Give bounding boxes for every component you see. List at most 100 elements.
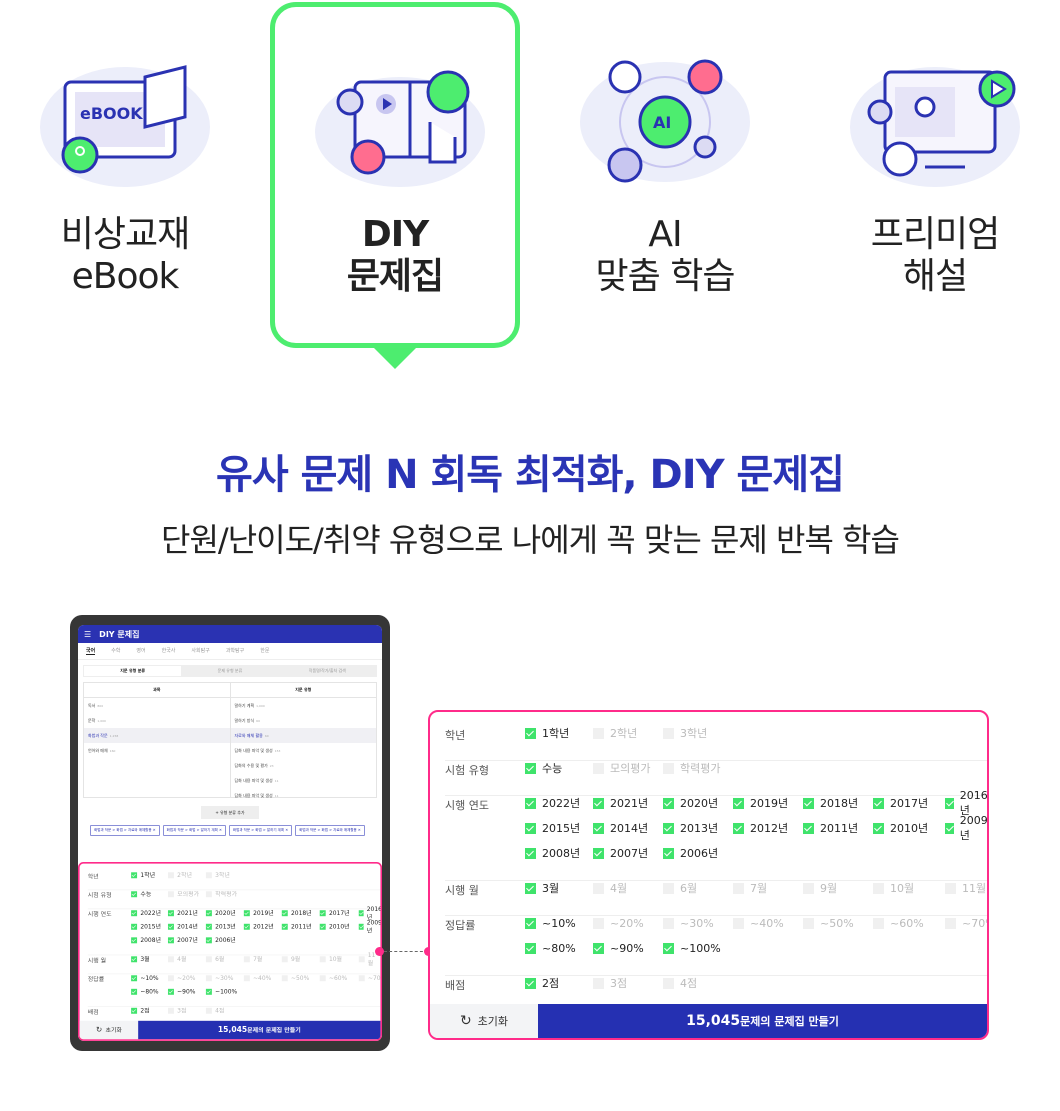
- close-icon[interactable]: ✕: [284, 828, 289, 832]
- filter-option[interactable]: 모의평가: [167, 890, 199, 898]
- filter-option[interactable]: 2021년: [593, 796, 648, 810]
- filter-option[interactable]: 3학년: [205, 871, 230, 879]
- checkbox[interactable]: [131, 872, 138, 878]
- filter-option[interactable]: ~20%: [167, 974, 195, 982]
- checkbox[interactable]: [358, 975, 365, 981]
- checkbox[interactable]: [663, 797, 674, 809]
- filter-option[interactable]: 3월: [525, 881, 559, 895]
- filter-option[interactable]: 2점: [131, 1007, 150, 1014]
- checkbox[interactable]: [167, 909, 174, 916]
- checkbox[interactable]: [205, 937, 212, 944]
- filter-option[interactable]: ~100%: [663, 941, 721, 955]
- filter-chip[interactable]: 화법과 작문 > 화법 > 자료와 매체활용 ✕: [90, 825, 160, 836]
- tab-1[interactable]: 수학: [111, 648, 121, 654]
- filter-option[interactable]: 2015년: [525, 821, 580, 835]
- close-icon[interactable]: ✕: [151, 828, 156, 832]
- checkbox[interactable]: [525, 917, 536, 929]
- checkbox[interactable]: [525, 977, 536, 989]
- filter-option[interactable]: 2020년: [663, 796, 718, 810]
- filter-option[interactable]: ~100%: [205, 988, 237, 996]
- checkbox[interactable]: [663, 977, 674, 989]
- checkbox[interactable]: [131, 975, 138, 981]
- filter-option[interactable]: 2014년: [593, 821, 648, 835]
- filter-option[interactable]: 6월: [663, 881, 697, 895]
- checkbox[interactable]: [593, 942, 604, 954]
- close-icon[interactable]: ✕: [217, 828, 222, 832]
- filter-option[interactable]: 2013년: [663, 821, 718, 835]
- checkbox[interactable]: [803, 882, 814, 894]
- feature-card-3[interactable]: 프리미엄 해설: [810, 2, 1060, 348]
- checkbox[interactable]: [131, 1007, 138, 1014]
- tab-3[interactable]: 한국사: [161, 648, 176, 654]
- checkbox[interactable]: [243, 975, 250, 981]
- add-type-button[interactable]: + 유형 분류 추가: [201, 806, 259, 819]
- filter-chip[interactable]: 화법과 작문 > 화법 > 말하기 계획 ✕: [228, 825, 293, 836]
- checkbox[interactable]: [243, 909, 250, 916]
- filter-option[interactable]: 2010년: [319, 923, 350, 930]
- filter-option[interactable]: ~90%: [167, 988, 195, 996]
- filter-option[interactable]: 9월: [281, 955, 300, 963]
- checkbox[interactable]: [319, 923, 326, 930]
- checkbox[interactable]: [167, 956, 174, 962]
- filter-option[interactable]: 1학년: [131, 871, 155, 879]
- checkbox[interactable]: [525, 797, 536, 809]
- checkbox[interactable]: [525, 727, 536, 739]
- filter-option[interactable]: ~60%: [319, 974, 347, 982]
- filter-option[interactable]: 3점: [167, 1007, 186, 1014]
- checkbox[interactable]: [131, 923, 138, 930]
- checkbox[interactable]: [873, 882, 884, 894]
- filter-option[interactable]: 2009년: [945, 814, 987, 842]
- checkbox[interactable]: [945, 822, 954, 834]
- filter-option[interactable]: 2022년: [131, 909, 161, 917]
- checkbox[interactable]: [131, 890, 138, 897]
- filter-option[interactable]: 2018년: [281, 909, 312, 917]
- filter-option[interactable]: 수능: [525, 761, 562, 775]
- checkbox[interactable]: [167, 988, 174, 995]
- filter-option[interactable]: 6월: [205, 955, 224, 963]
- filter-option[interactable]: ~30%: [663, 916, 714, 930]
- checkbox[interactable]: [131, 956, 138, 962]
- checkbox[interactable]: [243, 923, 250, 930]
- filter-option[interactable]: 2012년: [733, 821, 788, 835]
- filter-option[interactable]: 2점: [525, 976, 559, 990]
- checkbox[interactable]: [803, 822, 814, 834]
- checkbox[interactable]: [663, 762, 674, 774]
- filter-option[interactable]: 4점: [663, 976, 697, 990]
- filter-option[interactable]: 3점: [593, 976, 627, 990]
- checkbox[interactable]: [803, 917, 814, 929]
- filter-option[interactable]: ~80%: [525, 941, 576, 955]
- checkbox[interactable]: [167, 872, 174, 878]
- checkbox[interactable]: [593, 797, 604, 809]
- segment-0[interactable]: 지문 유형 분류: [84, 666, 182, 676]
- checkbox[interactable]: [243, 956, 250, 962]
- checkbox[interactable]: [205, 975, 212, 981]
- filter-option[interactable]: ~20%: [593, 916, 644, 930]
- tab-4[interactable]: 사회탐구: [191, 648, 210, 654]
- checkbox[interactable]: [131, 909, 138, 916]
- filter-option[interactable]: 2017년: [319, 909, 350, 917]
- tab-0[interactable]: 국어: [86, 648, 96, 655]
- checkbox[interactable]: [205, 956, 212, 962]
- filter-option[interactable]: 7월: [733, 881, 767, 895]
- filter-option[interactable]: 4점: [205, 1007, 224, 1014]
- checkbox[interactable]: [663, 847, 674, 859]
- checkbox[interactable]: [733, 917, 744, 929]
- checkbox[interactable]: [205, 890, 212, 897]
- checkbox[interactable]: [319, 975, 326, 981]
- filter-option[interactable]: 2010년: [873, 821, 928, 835]
- checkbox[interactable]: [663, 917, 674, 929]
- checkbox[interactable]: [525, 942, 536, 954]
- segment-2[interactable]: 작품명/작가/출처 검색: [308, 668, 346, 673]
- checkbox[interactable]: [873, 822, 884, 834]
- checkbox[interactable]: [167, 937, 174, 944]
